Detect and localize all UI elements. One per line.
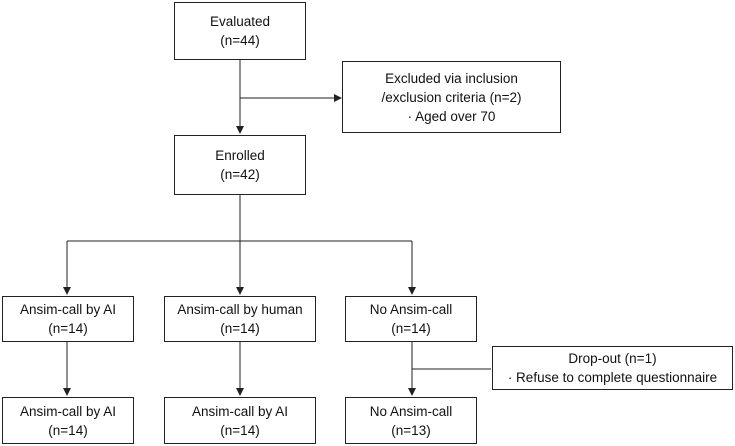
excluded-line3: · Aged over 70 bbox=[407, 108, 496, 124]
dropout-line1: Drop-out (n=1) bbox=[568, 351, 657, 366]
group-count: (n=14) bbox=[220, 321, 260, 336]
excluded-line1: Excluded via inclusion bbox=[385, 70, 518, 86]
final-box-none: No Ansim-call (n=13) bbox=[345, 397, 477, 444]
group-count: (n=14) bbox=[391, 321, 431, 336]
group-title: Ansim-call by AI bbox=[19, 302, 117, 317]
final-count: (n=13) bbox=[391, 422, 431, 438]
evaluated-count: (n=44) bbox=[220, 33, 260, 48]
enrolled-title: Enrolled bbox=[215, 148, 265, 163]
group-count: (n=14) bbox=[48, 321, 88, 336]
final-title: Ansim-call by AI bbox=[191, 403, 289, 419]
evaluated-box: Evaluated (n=44) bbox=[174, 2, 306, 60]
group-box-ai: Ansim-call by AI (n=14) bbox=[2, 296, 134, 342]
group-box-none: No Ansim-call (n=14) bbox=[345, 296, 477, 342]
evaluated-title: Evaluated bbox=[209, 14, 271, 29]
final-count: (n=14) bbox=[220, 422, 260, 438]
dropout-box: Drop-out (n=1) · Refuse to complete ques… bbox=[492, 346, 733, 390]
final-title: No Ansim-call bbox=[369, 403, 453, 419]
final-count: (n=14) bbox=[48, 422, 88, 438]
final-title: Ansim-call by AI bbox=[19, 403, 117, 419]
group-box-human: Ansim-call by human (n=14) bbox=[164, 296, 316, 342]
excluded-box: Excluded via inclusion /exclusion criter… bbox=[342, 61, 561, 133]
group-title: No Ansim-call bbox=[369, 302, 453, 317]
enrolled-box: Enrolled (n=42) bbox=[174, 135, 306, 195]
dropout-line2: · Refuse to complete questionnaire bbox=[507, 370, 718, 385]
excluded-line2: /exclusion criteria (n=2) bbox=[381, 89, 522, 105]
enrolled-count: (n=42) bbox=[220, 167, 260, 182]
final-box-human: Ansim-call by AI (n=14) bbox=[164, 397, 316, 444]
final-box-ai: Ansim-call by AI (n=14) bbox=[2, 397, 134, 444]
group-title: Ansim-call by human bbox=[177, 302, 303, 317]
